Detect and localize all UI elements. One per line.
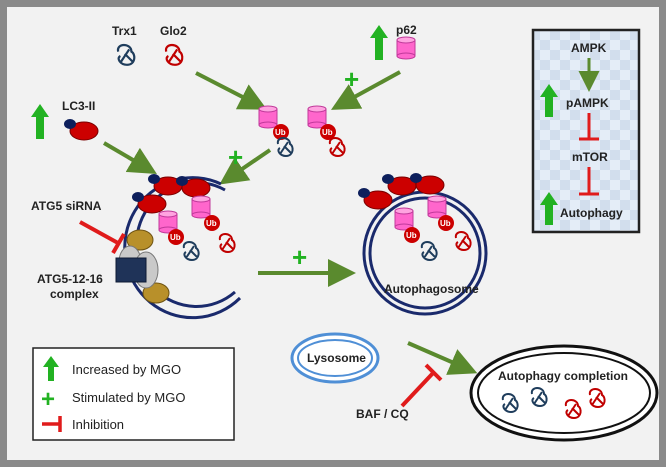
legend-inhibition-label: Inhibition [72,417,124,432]
lc3-ii-icon [63,118,99,141]
legend-panel [32,347,235,441]
mtor-label: mTOR [572,150,608,164]
trx1-protein-icon [116,43,136,66]
ub-tag: Ub [440,219,451,228]
ub-complex-trx1: Ub [258,105,294,157]
lysosome-icon [290,332,380,384]
autophagosome-label: Autophagosome [384,282,479,296]
phagophore-cargo: Ub Ub [158,195,236,261]
ub-tag: Ub [406,231,417,240]
legend-inhibition-icon [42,416,62,432]
glo2-protein-icon [164,43,184,66]
autophagy-completion-label: Autophagy completion [498,369,628,383]
baf-cq-label: BAF / CQ [356,407,409,421]
p62-to-ub-arrow [330,70,401,110]
atg5-12-16-complex-icon [115,229,170,304]
glo2-to-ub-arrow [195,71,268,110]
lysosome-label: Lysosome [307,351,366,365]
ub-to-phagophore-arrow [219,148,272,185]
autophagy-label: Autophagy [560,206,623,220]
ub-tag: Ub [275,128,286,137]
baf-cq-inhibition-icon [400,363,443,408]
ub-tag: Ub [322,128,333,137]
legend-increase-arrow-icon [43,356,59,381]
lysosome-to-completion-arrow [407,341,478,375]
atg5-complex-label-line1: ATG5-12-16 [37,272,103,286]
p62-label: p62 [396,23,417,37]
legend-plus-icon: + [41,386,55,413]
legend-increased-label: Increased by MGO [72,362,181,377]
mtor-autophagy-inhibition-icon [579,167,599,196]
atg5-sirna-inhibition-icon [79,220,126,255]
atg5-complex-label-line2: complex [50,287,99,301]
ub-complex-glo2: Ub [307,105,346,157]
pampk-increase-arrow-icon [540,84,558,117]
lc3-to-phagophore-arrow [102,141,157,175]
autophagosome-cargo: Ub Ub [394,195,472,261]
autophagosome-stimulated-plus-icon: + [292,242,307,272]
p62-stimulated-plus-icon: + [344,64,359,94]
ub-stimulated-plus-icon: + [228,142,243,172]
autophagy-increase-arrow-icon [540,192,558,225]
pampk-mtor-inhibition-icon [579,113,599,141]
glo2-label: Glo2 [160,24,187,38]
atg5-sirna-label: ATG5 siRNA [31,199,102,213]
ub-tag: Ub [170,233,181,242]
lc3-label: LC3-II [62,99,95,113]
lc3-increase-arrow-icon [31,104,49,139]
legend-stimulated-label: Stimulated by MGO [72,390,185,405]
trx1-label: Trx1 [112,24,137,38]
pampk-label: pAMPK [566,96,609,110]
p62-cylinder-icon [396,36,416,60]
p62-increase-arrow-icon [370,25,388,60]
ub-tag: Ub [206,219,217,228]
autophagy-completion-vesicle [469,344,659,442]
ampk-label: AMPK [571,41,607,55]
